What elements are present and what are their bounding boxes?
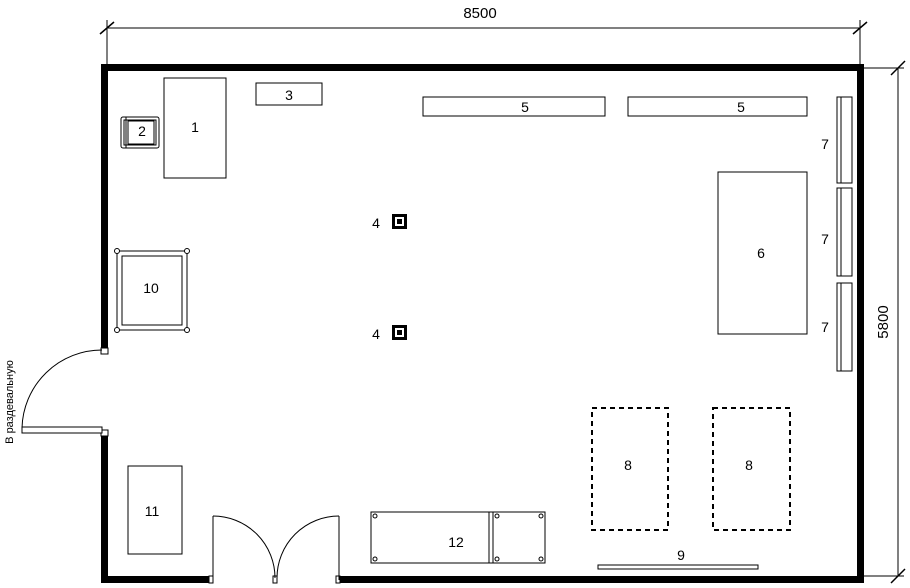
door-jambs <box>100 347 341 584</box>
desk: 1 <box>163 77 227 179</box>
cabinet-7a: 7 <box>821 96 853 184</box>
area-8a-label: 8 <box>624 457 632 473</box>
area-8b-label: 8 <box>745 457 753 473</box>
shelf-5a-label: 5 <box>521 99 529 115</box>
cabinet-7c: 7 <box>821 282 853 372</box>
shelf-5b-label: 5 <box>737 99 745 115</box>
cabinet-7b-label: 7 <box>821 231 829 247</box>
heater-9: 9 <box>597 547 759 570</box>
cabinet-7c-label: 7 <box>821 319 829 335</box>
outlet-4b-label: 4 <box>372 326 380 342</box>
outlet-4a-label: 4 <box>372 215 380 231</box>
dimension-width-label: 8500 <box>463 5 496 22</box>
bench-12-label: 12 <box>448 534 464 550</box>
item-3-label: 3 <box>285 87 293 103</box>
dimension-width <box>99 20 868 68</box>
table-6-label: 6 <box>757 245 765 261</box>
bench-12: 12 <box>370 511 546 564</box>
cabinet-7a-label: 7 <box>821 136 829 152</box>
cabinet-11-label: 11 <box>145 503 160 519</box>
left-door <box>21 349 103 434</box>
desk-label: 1 <box>191 119 199 135</box>
item-3: 3 <box>255 82 323 106</box>
shelf-5a: 5 <box>422 96 606 117</box>
dimension-height-label: 5800 <box>875 305 892 338</box>
room-walls <box>101 64 864 583</box>
chair-label: 2 <box>138 123 146 139</box>
door-note: В раздевальную <box>4 360 16 444</box>
cabinet-7b: 7 <box>821 187 853 277</box>
area-8a: 8 <box>591 407 669 531</box>
area-8b: 8 <box>712 407 791 531</box>
chair: 2 <box>120 116 160 149</box>
cabinet-11: 11 <box>127 465 183 555</box>
table-6: 6 <box>717 171 808 335</box>
shelf-5b: 5 <box>627 96 808 117</box>
outlet-4a: 4 <box>372 214 407 231</box>
table-10-label: 10 <box>143 280 159 296</box>
table-10: 10 <box>114 248 190 333</box>
dimension-height <box>862 60 906 584</box>
outlet-4b: 4 <box>372 325 407 342</box>
bottom-double-door <box>212 515 340 580</box>
heater-9-label: 9 <box>677 547 685 563</box>
